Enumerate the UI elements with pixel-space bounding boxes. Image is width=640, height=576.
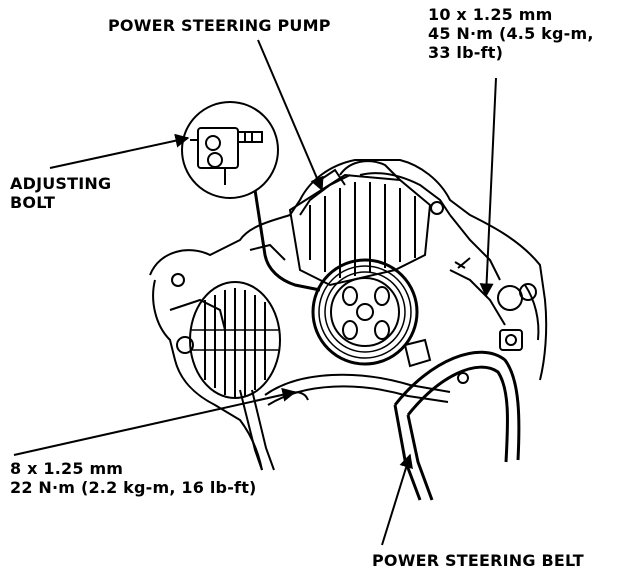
power-steering-belt-label: POWER STEERING BELT	[372, 551, 584, 570]
power-steering-pump-text: POWER STEERING PUMP	[108, 16, 331, 35]
upper-bolt-size: 10 x 1.25 mm	[428, 5, 553, 24]
pump-pulley	[311, 258, 419, 366]
leader-lines	[13, 39, 497, 546]
leader-adjusting-bolt	[49, 133, 190, 169]
adjusting-bolt-line1: ADJUSTING	[10, 174, 112, 193]
lower-bolt-spec-label: 8 x 1.25 mm 22 N·m (2.2 kg-m, 16 lb-ft)	[10, 459, 257, 497]
alternator	[189, 281, 281, 399]
pump-hose	[253, 189, 321, 292]
power-steering-belt-text: POWER STEERING BELT	[372, 551, 584, 570]
alternator-belt	[239, 373, 451, 471]
adjusting-bolt-line2: BOLT	[10, 193, 56, 212]
engine-block	[149, 159, 548, 471]
upper-bolt-torque: 45 N·m (4.5 kg-m,	[428, 24, 594, 43]
lower-bolt-torque: 22 N·m (2.2 kg-m, 16 lb-ft)	[10, 478, 257, 497]
power-steering-pump-body	[288, 160, 444, 287]
upper-bolt-torque-cont: 33 lb-ft)	[428, 43, 504, 62]
leader-lower-bolt	[13, 387, 297, 456]
lower-bolt-size: 8 x 1.25 mm	[10, 459, 124, 478]
adjusting-bolt-icon	[190, 127, 263, 185]
leader-upper-bolt	[479, 77, 497, 298]
upper-bolt-spec-label: 10 x 1.25 mm 45 N·m (4.5 kg-m, 33 lb-ft)	[428, 5, 594, 62]
power-steering-pump-label: POWER STEERING PUMP	[108, 16, 331, 35]
leader-power-steering-pump	[257, 39, 324, 192]
inset-detail	[181, 101, 279, 199]
power-steering-belt	[393, 350, 521, 501]
leader-power-steering-belt	[381, 453, 413, 546]
adjusting-bolt-label: ADJUSTING BOLT	[10, 174, 111, 212]
